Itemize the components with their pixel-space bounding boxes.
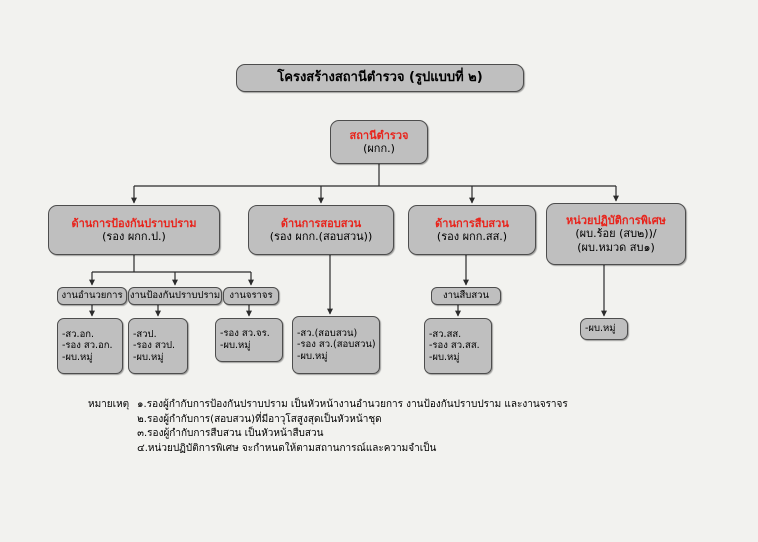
node-title: สถานีตำรวจ [349,128,409,142]
node-subtitle: (ผกก.) [363,142,395,155]
position-line: -ผบ.หมู่ [429,351,460,363]
node-label: งานสืบสวน [443,290,489,302]
node-label: งานจราจร [229,290,273,302]
notes-label: หมายเหตุ [88,399,130,410]
position-line: -สวป. [133,328,157,340]
position-line: -สว.(สอบสวน) [297,327,358,339]
node-division-inquiry: ด้านการสอบสวน (รอง ผกก.(สอบสวน)) [248,205,394,255]
position-line: -รอง สว.จร. [220,328,270,340]
position-line: -สว.อก. [62,328,95,340]
position-line: -ผบ.หมู่ [220,340,251,351]
node-subtitle-2: (ผบ.หมวด สบ๑) [577,240,655,254]
position-line: -รอง สวป. [133,340,176,352]
node-title: ด้านการสอบสวน [280,216,362,230]
node-work-unit-administration: งานอำนวยการ [57,287,127,305]
notes-section: หมายเหตุ ๑.รองผู้กำกับการป้องกันปราบปราม… [88,398,648,456]
node-label: งานอำนวยการ [61,290,123,302]
node-label: งานป้องกันปราบปราม [129,290,221,302]
node-positions-special: -ผบ.หมู่ [580,318,628,340]
notes-list: ๑.รองผู้กำกับการป้องกันปราบปราม เป็นหัวห… [137,398,568,456]
position-line: -ผบ.หมู่ [297,350,328,362]
position-line: -สว.สส. [429,328,462,340]
node-subtitle: (รอง ผกก.(สอบสวน)) [269,230,373,243]
note-item: ๔.หน่วยปฏิบัติการพิเศษ จะกำหนดให้ตามสถาน… [137,442,437,454]
node-police-station: สถานีตำรวจ (ผกก.) [330,120,428,164]
node-title: ด้านการป้องกันปราบปราม [71,216,197,230]
node-title: หน่วยปฏิบัติการพิเศษ [566,213,666,227]
chart-title: โครงสร้างสถานีตำรวจ (รูปแบบที่ ๒) [277,70,483,86]
note-item: ๒.รองผู้กำกับการ(สอบสวน)ที่มีอาวุโสสูงสุ… [137,413,382,425]
node-work-unit-traffic: งานจราจร [223,287,279,305]
node-subtitle: (รอง ผกก.สส.) [436,230,508,243]
position-line: -รอง สว.อก. [62,340,113,352]
node-positions-traffic: -รอง สว.จร. -ผบ.หมู่ [215,318,283,362]
position-line: -รอง สว.(สอบสวน) [297,339,376,351]
node-subtitle: (รอง ผกก.ป.) [102,230,166,243]
note-item: ๓.รองผู้กำกับการสืบสวน เป็นหัวหน้าสืบสวน [137,428,324,439]
node-division-special: หน่วยปฏิบัติการพิเศษ (ผบ.ร้อย (สบ๒))/ (ผ… [546,203,686,265]
node-positions-prevention: -สวป. -รอง สวป. -ผบ.หมู่ [128,318,188,374]
node-title: ด้านการสืบสวน [435,216,509,230]
node-work-unit-investigation: งานสืบสวน [431,287,501,305]
node-division-prevention: ด้านการป้องกันปราบปราม (รอง ผกก.ป.) [48,205,220,255]
node-work-unit-prevention: งานป้องกันปราบปราม [128,287,222,305]
node-positions-administration: -สว.อก. -รอง สว.อก. -ผบ.หมู่ [57,318,123,374]
position-line: -ผบ.หมู่ [62,351,93,363]
note-item: ๑.รองผู้กำกับการป้องกันปราบปราม เป็นหัวห… [137,399,568,410]
position-line: -ผบ.หมู่ [133,351,164,363]
node-positions-investigation: -สว.สส. -รอง สว.สส. -ผบ.หมู่ [424,318,492,374]
position-line: -รอง สว.สส. [429,340,480,352]
node-positions-inquiry: -สว.(สอบสวน) -รอง สว.(สอบสวน) -ผบ.หมู่ [292,316,380,374]
chart-title-box: โครงสร้างสถานีตำรวจ (รูปแบบที่ ๒) [236,64,524,92]
node-division-investigation: ด้านการสืบสวน (รอง ผกก.สส.) [408,205,536,255]
node-subtitle: (ผบ.ร้อย (สบ๒))/ [575,227,657,241]
position-line: -ผบ.หมู่ [585,323,616,335]
